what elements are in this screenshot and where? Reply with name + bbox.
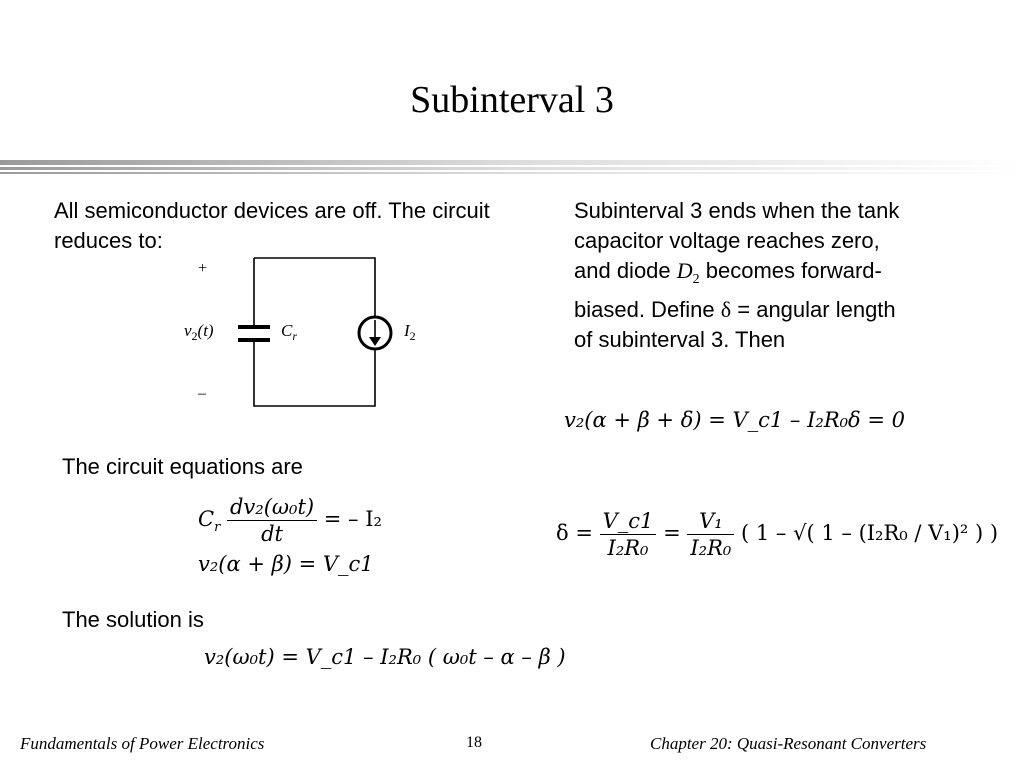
diode-subscript: 2 [692, 272, 700, 287]
subinterval-description: Subinterval 3 ends when the tank capacit… [574, 196, 914, 355]
title-divider [0, 160, 1024, 174]
slide-title: Subinterval 3 [410, 79, 614, 121]
current-label: I2 [403, 321, 416, 343]
solution-equation: v₂(ω₀t) = V_c1 – I₂R₀ ( ω₀t – α – β ) [204, 645, 566, 669]
eq-cr-symbol: C [198, 507, 215, 531]
minus-sign: – [197, 385, 207, 402]
end-condition-equation: v₂(α + β + δ) = V_c1 – I₂R₀δ = 0 [564, 408, 906, 432]
footer-chapter-title: Chapter 20: Quasi-Resonant Converters [650, 734, 927, 753]
description-part-3: = angular length of subinterval 3. Then [574, 297, 896, 352]
delta-equals: = [663, 521, 681, 545]
derivative-fraction: dv₂(ω₀t)dt [226, 494, 318, 547]
description-part-1: Subinterval 3 ends when the tank capacit… [574, 198, 900, 283]
eq-cr-subscript: r [214, 520, 221, 536]
capacitor-label: Cr [281, 321, 297, 343]
footer-page-number: 18 [466, 734, 482, 751]
voltage-label: v2(t) [184, 321, 214, 343]
delta-lhs: δ = [556, 521, 593, 545]
footer-book-title: Fundamentals of Power Electronics [20, 734, 265, 753]
current-arrow-head [369, 337, 381, 346]
intro-text: All semiconductor devices are off. The c… [54, 198, 490, 253]
solution-heading: The solution is [62, 607, 204, 632]
description-part-2: becomes forward-biased. Define [574, 258, 882, 322]
equations-heading: The circuit equations are [62, 454, 303, 479]
diode-label: D [676, 258, 693, 283]
delta-tail: ( 1 – √( 1 – (I₂R₀ / V₁)² ) ) [741, 521, 999, 545]
boundary-equation: v₂(α + β) = V_c1 [198, 552, 374, 576]
plus-sign: + [198, 260, 207, 277]
circuit-diagram: + – v2(t) Cr I2 [184, 257, 416, 407]
circuit-wire-loop [253, 257, 376, 407]
eq-cr-rhs: = – I₂ [323, 507, 382, 531]
delta-symbol: δ [720, 297, 732, 322]
capacitor-equation: Cr dv₂(ω₀t)dt = – I₂ [198, 494, 382, 547]
